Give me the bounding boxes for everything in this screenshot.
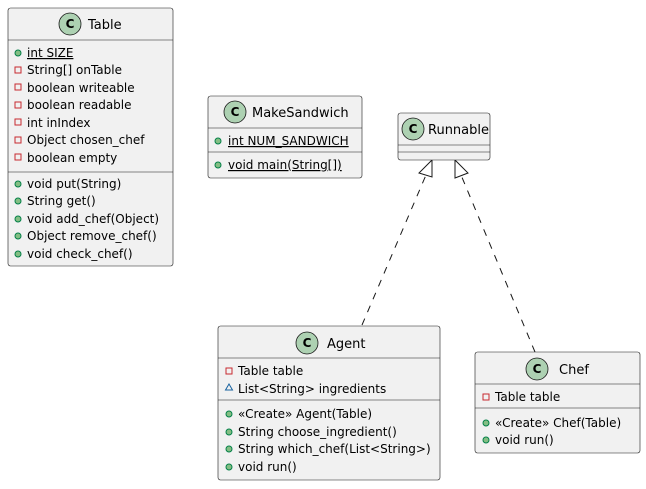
class-makesandwich[interactable]: C MakeSandwich int NUM_SANDWICH void mai… (207, 95, 363, 179)
class-icon (58, 12, 82, 36)
class-icon-letter: C (303, 336, 312, 350)
public-visibility-icon (225, 410, 233, 418)
private-visibility-icon (482, 393, 490, 401)
realization-arrowhead (454, 158, 469, 179)
realization-agent-runnable (361, 158, 433, 326)
realization-line (361, 174, 427, 326)
public-visibility-icon (14, 250, 22, 258)
realization-arrowhead (418, 158, 433, 178)
class-name: MakeSandwich (252, 106, 349, 121)
public-visibility-icon (482, 419, 490, 427)
method: «Create» Chef(Table) (495, 416, 621, 430)
public-visibility-icon (225, 428, 233, 436)
class-name: Chef (559, 363, 589, 378)
class-icon (223, 100, 247, 124)
private-visibility-icon (225, 367, 233, 375)
field: boolean empty (27, 151, 117, 165)
public-visibility-icon (214, 137, 222, 145)
class-name: Agent (327, 337, 365, 352)
public-visibility-icon (14, 232, 22, 240)
field: int NUM_SANDWICH (228, 134, 349, 148)
field: Table table (237, 364, 303, 378)
public-visibility-icon (225, 463, 233, 471)
public-visibility-icon (14, 197, 22, 205)
class-agent[interactable]: C Agent Table table List<String> ingredi… (217, 325, 441, 481)
field: List<String> ingredients (238, 382, 386, 396)
class-icon-letter: C (66, 17, 75, 31)
public-visibility-icon (14, 215, 22, 223)
class-icon-letter: C (231, 105, 240, 119)
private-visibility-icon (14, 118, 22, 126)
class-name: Table (87, 18, 122, 33)
class-name: Runnable (428, 123, 489, 138)
method: String which_chef(List<String>) (238, 442, 431, 456)
class-icon (401, 117, 425, 141)
public-visibility-icon (214, 161, 222, 169)
class-runnable[interactable]: C Runnable (397, 112, 491, 161)
method: String get() (27, 194, 96, 208)
field: int SIZE (27, 46, 73, 60)
private-visibility-icon (14, 101, 22, 109)
class-icon (295, 331, 319, 355)
realization-chef-runnable (454, 158, 536, 353)
method: void check_chef() (27, 247, 133, 261)
method: void put(String) (27, 177, 121, 191)
private-visibility-icon (14, 153, 22, 161)
class-table[interactable]: C Table int SIZE String[] onTable boolea… (7, 7, 174, 267)
method: void add_chef(Object) (27, 212, 159, 226)
class-icon-letter: C (533, 362, 542, 376)
private-visibility-icon (14, 83, 22, 91)
field: boolean writeable (27, 81, 135, 95)
package-visibility-icon (224, 383, 234, 391)
field: String[] onTable (27, 63, 122, 77)
public-visibility-icon (14, 49, 22, 57)
method: void main(String[]) (228, 158, 342, 172)
class-chef[interactable]: C Chef Table table «Create» Chef(Table) … (474, 351, 641, 454)
realization-line (460, 174, 536, 353)
class-icon-letter: C (409, 122, 418, 136)
field: int inIndex (27, 116, 90, 130)
private-visibility-icon (14, 66, 22, 74)
private-visibility-icon (14, 136, 22, 144)
method: Object remove_chef() (27, 229, 157, 243)
public-visibility-icon (14, 180, 22, 188)
field: Table table (494, 390, 560, 404)
method: String choose_ingredient() (238, 425, 397, 439)
public-visibility-icon (482, 436, 490, 444)
public-visibility-icon (225, 445, 233, 453)
field: Object chosen_chef (27, 133, 145, 147)
method: «Create» Agent(Table) (238, 407, 372, 421)
method: void run() (495, 433, 554, 447)
class-icon (525, 357, 549, 381)
method: void run() (238, 460, 297, 474)
field: boolean readable (27, 98, 132, 112)
